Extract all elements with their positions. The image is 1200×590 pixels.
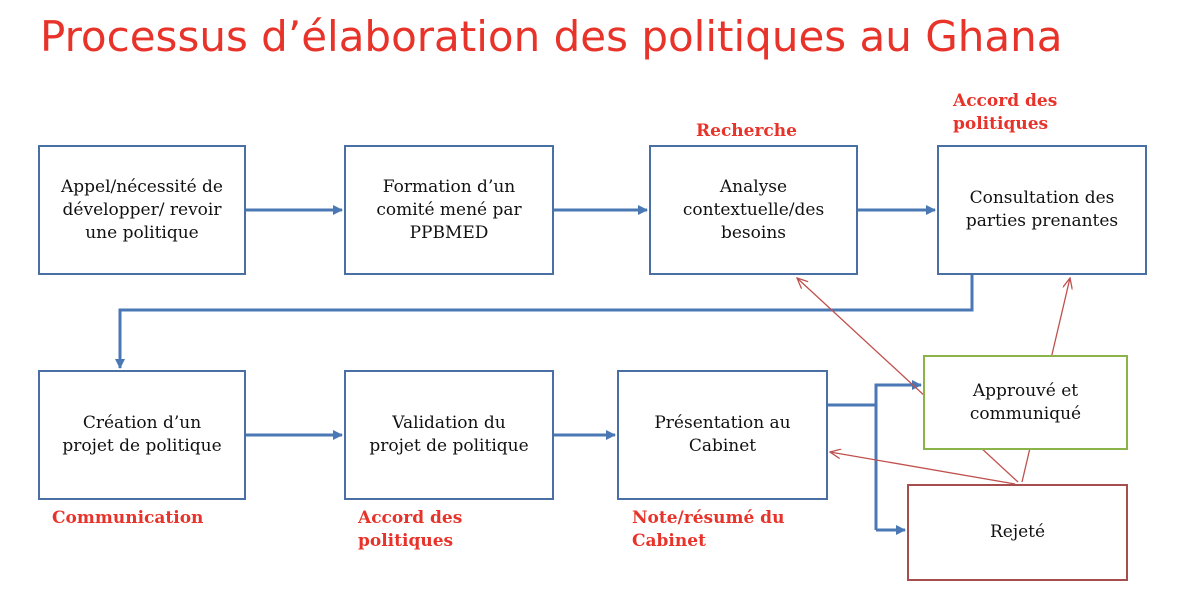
label-note: Note/résumé du Cabinet bbox=[632, 508, 785, 551]
box-rejete: Rejeté bbox=[907, 484, 1128, 581]
label-accord-top: Accord des politiques bbox=[953, 91, 1058, 134]
box-presentation: Présentation au Cabinet bbox=[617, 370, 828, 500]
arrow-consultation-creation bbox=[115, 275, 974, 369]
label-communication: Communication bbox=[52, 508, 204, 528]
arrow-split-approuve bbox=[874, 380, 922, 530]
box-formation: Formation d’un comité mené par PPBMED bbox=[344, 145, 554, 275]
box-analyse: Analyse contextuelle/des besoins bbox=[649, 145, 858, 275]
box-creation: Création d’un projet de politique bbox=[38, 370, 246, 500]
page-title: Processus d’élaboration des politiques a… bbox=[40, 12, 1063, 61]
label-accord-bottom: Accord des politiques bbox=[358, 508, 463, 551]
box-validation: Validation du projet de politique bbox=[344, 370, 554, 500]
box-consultation: Consultation des parties prenantes bbox=[937, 145, 1147, 275]
box-approuve: Approuvé et communiqué bbox=[923, 355, 1128, 450]
label-recherche: Recherche bbox=[696, 121, 797, 141]
box-appel: Appel/nécessité de développer/ revoir un… bbox=[38, 145, 246, 275]
feedback-to-presentation bbox=[830, 452, 1016, 485]
